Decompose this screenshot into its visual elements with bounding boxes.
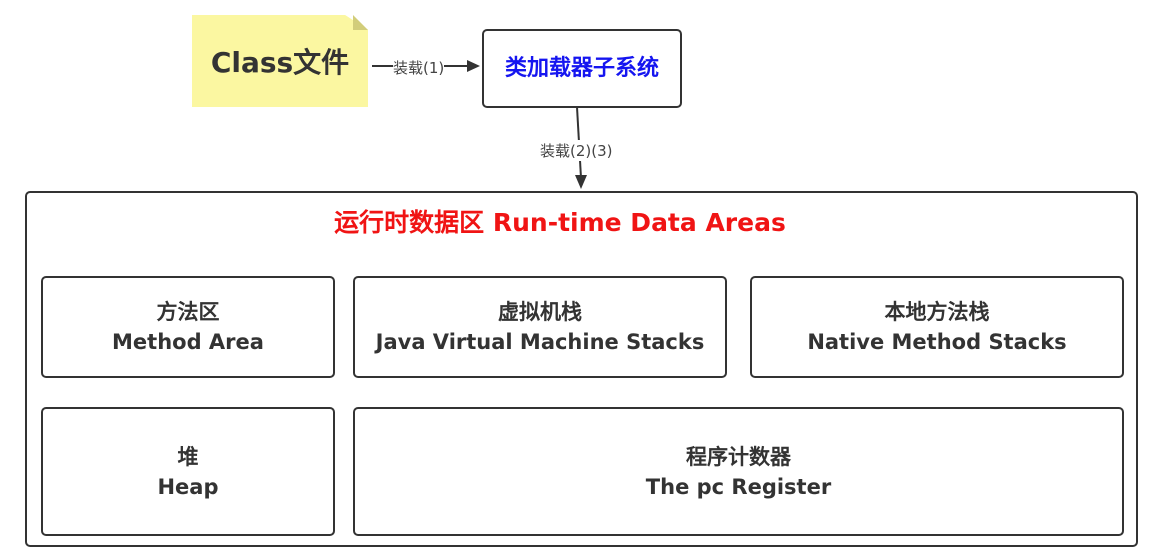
- area-en: Method Area: [112, 330, 264, 354]
- edge-label-load1: 装载(1): [393, 57, 445, 78]
- heap: 堆 Heap: [41, 407, 335, 536]
- area-en: Java Virtual Machine Stacks: [375, 330, 705, 354]
- area-en: The pc Register: [645, 474, 832, 499]
- area-zh: 本地方法栈: [884, 300, 990, 324]
- runtime-title: 运行时数据区 Run-time Data Areas: [334, 208, 786, 237]
- area-en: Heap: [157, 474, 219, 499]
- class-file-note: Class文件: [192, 15, 368, 107]
- pc-register: 程序计数器 The pc Register: [353, 407, 1124, 536]
- area-zh: 方法区: [156, 300, 220, 324]
- area-en: Native Method Stacks: [807, 330, 1067, 354]
- area-zh: 堆: [177, 444, 199, 469]
- area-zh: 程序计数器: [686, 444, 791, 469]
- area-zh: 虚拟机栈: [498, 300, 582, 324]
- edge-label-load23: 装载(2)(3): [540, 140, 613, 161]
- runtime-data-areas: [25, 191, 1138, 547]
- arrowhead-load1: [467, 60, 480, 72]
- jvm-stacks: 虚拟机栈 Java Virtual Machine Stacks: [353, 276, 727, 378]
- arrowhead-load23: [575, 175, 587, 189]
- native-method-stacks: 本地方法栈 Native Method Stacks: [750, 276, 1124, 378]
- class-loader-subsystem: 类加载器子系统: [482, 29, 682, 108]
- method-area: 方法区 Method Area: [41, 276, 335, 378]
